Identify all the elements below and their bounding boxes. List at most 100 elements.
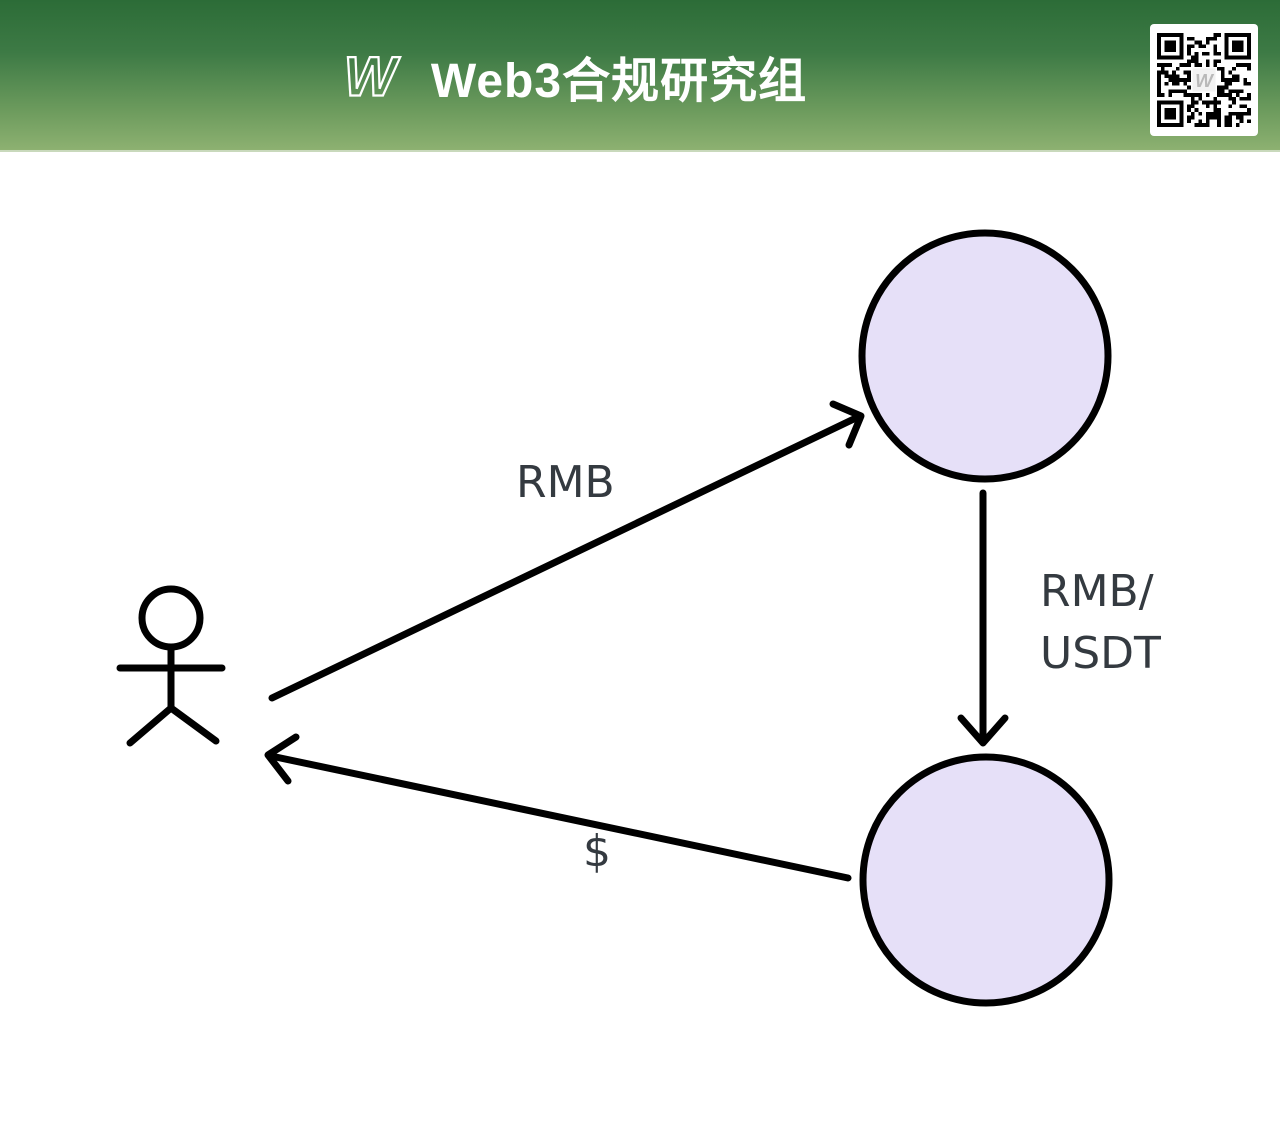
qr-module [1187, 70, 1191, 75]
qr-module [1235, 111, 1240, 116]
qr-module [1239, 104, 1244, 109]
qr-module [1183, 63, 1188, 67]
qr-module [1213, 33, 1218, 37]
qr-module [1228, 93, 1233, 97]
qr-module [1228, 119, 1233, 124]
qr-module [1228, 104, 1233, 109]
qr-module [1209, 111, 1214, 116]
qr-module [1183, 70, 1188, 75]
qr-module [1228, 89, 1233, 94]
qr-module [1232, 40, 1244, 52]
qr-module [1187, 51, 1191, 56]
qr-module [1179, 78, 1184, 82]
qr-module [1235, 123, 1240, 127]
qr-module [1217, 85, 1221, 90]
qr-module [1228, 115, 1233, 120]
qr-module [1232, 96, 1236, 101]
qr-module [1209, 100, 1214, 105]
qr-module [1194, 59, 1199, 64]
qr-module [1239, 119, 1244, 124]
arrow-shaft [268, 413, 862, 702]
qr-module [1217, 108, 1221, 112]
arrowhead-icon [264, 733, 300, 785]
qr-module [1235, 93, 1240, 97]
qr-module [1172, 70, 1176, 75]
qr-module [1213, 44, 1218, 49]
qr-module [1213, 36, 1218, 41]
qr-module [1179, 63, 1184, 67]
qr-module [1190, 44, 1195, 49]
qr-module [1239, 115, 1244, 120]
qr-module [1205, 104, 1210, 109]
qr-module [1213, 51, 1218, 56]
qr-module [1194, 63, 1199, 67]
qr-module [1213, 59, 1218, 64]
qr-module [1187, 93, 1191, 97]
qr-module [1220, 89, 1225, 94]
qr-module [1157, 81, 1161, 86]
qr-module [1198, 111, 1203, 116]
qr-module [1202, 51, 1206, 56]
qr-module [1198, 123, 1203, 127]
qr-module [1247, 96, 1251, 101]
qr-module [1198, 44, 1203, 49]
qr-module [1190, 93, 1195, 97]
w-logo-icon: W [343, 45, 402, 107]
qr-module [1190, 104, 1195, 109]
qr-module [1235, 74, 1240, 79]
qr-module [1157, 74, 1161, 79]
qr-module [1175, 78, 1180, 82]
stick-figure-person [116, 585, 226, 747]
qr-module [1187, 78, 1191, 82]
qr-module [1247, 111, 1251, 116]
qr-module [1190, 36, 1195, 41]
qr-module [1239, 89, 1244, 94]
qr-module [1205, 63, 1210, 67]
qr-module [1190, 55, 1195, 60]
qr-module [1187, 48, 1191, 52]
qr-module [1187, 36, 1191, 41]
qr-module [1235, 78, 1240, 82]
qr-module [1243, 81, 1248, 86]
qr-module [1164, 70, 1169, 75]
qr-module [1247, 66, 1251, 71]
arrow-shaft [267, 752, 852, 882]
qr-module [1232, 111, 1236, 116]
qr-module [1235, 89, 1240, 94]
qr-module [1205, 51, 1210, 56]
qr-module [1198, 96, 1203, 101]
qr-module [1239, 63, 1244, 67]
qr-module [1228, 78, 1233, 82]
flow-diagram: RMB RMB/ USDT $ [116, 229, 1161, 1007]
qr-module [1194, 123, 1199, 127]
qr-module [1232, 89, 1236, 94]
qr-module [1205, 100, 1210, 105]
qr-module [1187, 115, 1191, 120]
qr-module [1243, 78, 1248, 82]
qr-module [1220, 78, 1225, 82]
qr-module [1205, 123, 1210, 127]
qr-module [1213, 96, 1218, 101]
qr-module [1187, 59, 1191, 64]
qr-module [1157, 89, 1161, 94]
qr-module [1160, 93, 1165, 97]
arrow-bottom-circle-to-person [264, 733, 852, 882]
qr-module [1187, 44, 1191, 49]
qr-module [1187, 85, 1191, 90]
qr-module [1187, 119, 1191, 124]
qr-module [1217, 51, 1221, 56]
qr-module [1157, 78, 1161, 82]
arrowhead-icon [957, 714, 1009, 747]
qr-module [1232, 66, 1236, 71]
qr-module [1157, 63, 1161, 67]
qr-module [1194, 55, 1199, 60]
w-logo-glyph: W [344, 45, 401, 107]
qr-module [1228, 111, 1233, 116]
qr-module [1194, 93, 1199, 97]
qr-module [1243, 96, 1248, 101]
qr-module [1213, 111, 1218, 116]
qr-module [1168, 89, 1173, 94]
qr-module [1217, 33, 1221, 37]
edge-label-rmb-usdt-line1: RMB/ [1040, 566, 1154, 617]
qr-module [1247, 93, 1251, 97]
